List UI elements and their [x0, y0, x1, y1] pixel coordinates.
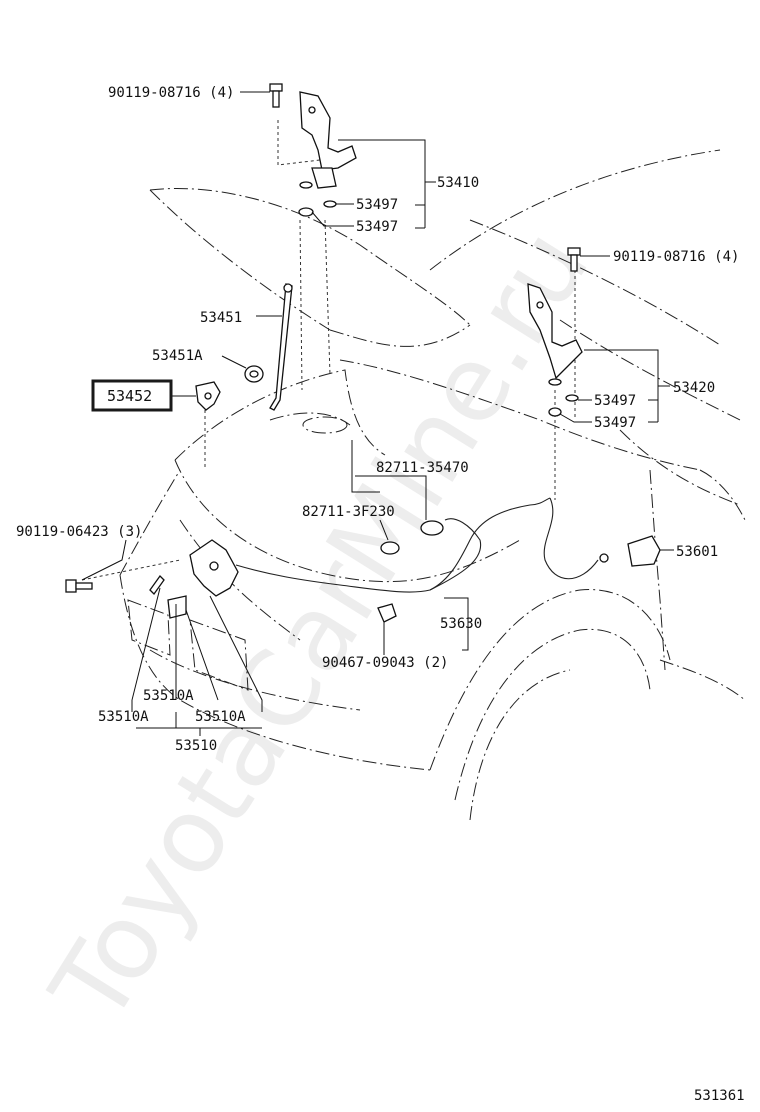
- clip-icon: [377, 520, 444, 623]
- label-82711-35470[interactable]: 82711-35470: [376, 460, 469, 476]
- label-90467-09043[interactable]: 90467-09043 (2): [322, 655, 448, 671]
- bolt-icon: [567, 247, 581, 272]
- label-53510[interactable]: 53510: [175, 738, 217, 754]
- hood-support-rod-icon: [269, 283, 293, 411]
- release-cable-icon: [235, 497, 551, 593]
- label-53630[interactable]: 53630: [440, 616, 482, 632]
- bolt-icon: [269, 83, 283, 108]
- label-53420[interactable]: 53420: [673, 380, 715, 396]
- label-53510a-b[interactable]: 53510A: [98, 709, 149, 725]
- label-bolt-left[interactable]: 90119-06423 (3): [16, 524, 142, 540]
- label-53452[interactable]: 53452: [107, 387, 152, 405]
- label-53497-a[interactable]: 53497: [356, 197, 398, 213]
- label-53497-b[interactable]: 53497: [356, 219, 398, 235]
- watermark: ToyotaCarMine.ru: [27, 208, 612, 1044]
- label-53601[interactable]: 53601: [676, 544, 718, 560]
- label-53451a[interactable]: 53451A: [152, 348, 203, 364]
- diagram-number: 531361: [694, 1088, 745, 1104]
- label-53510a-a[interactable]: 53510A: [143, 688, 194, 704]
- bolt-icon: [65, 579, 93, 593]
- label-53497-d[interactable]: 53497: [594, 415, 636, 431]
- label-53510a-c[interactable]: 53510A: [195, 709, 246, 725]
- hood-hinge-right-icon: [298, 91, 357, 217]
- label-bolt-top-left[interactable]: 90119-08716 (4): [108, 85, 234, 101]
- label-53497-c[interactable]: 53497: [594, 393, 636, 409]
- label-82711-3f230[interactable]: 82711-3F230: [302, 504, 395, 520]
- label-bolt-top-right[interactable]: 90119-08716 (4): [613, 249, 739, 265]
- release-cable-branch: [429, 497, 599, 591]
- label-53451[interactable]: 53451: [200, 310, 242, 326]
- hood-hinge-left-icon: [527, 283, 583, 417]
- highlight-box: [91, 379, 173, 412]
- support-clip-icon: [195, 381, 221, 411]
- release-handle-icon: [599, 535, 661, 567]
- support-holder-icon: [244, 365, 264, 383]
- hood-lock-icon: [149, 539, 239, 619]
- label-53410[interactable]: 53410: [437, 175, 479, 191]
- leader-lines: [81, 91, 674, 736]
